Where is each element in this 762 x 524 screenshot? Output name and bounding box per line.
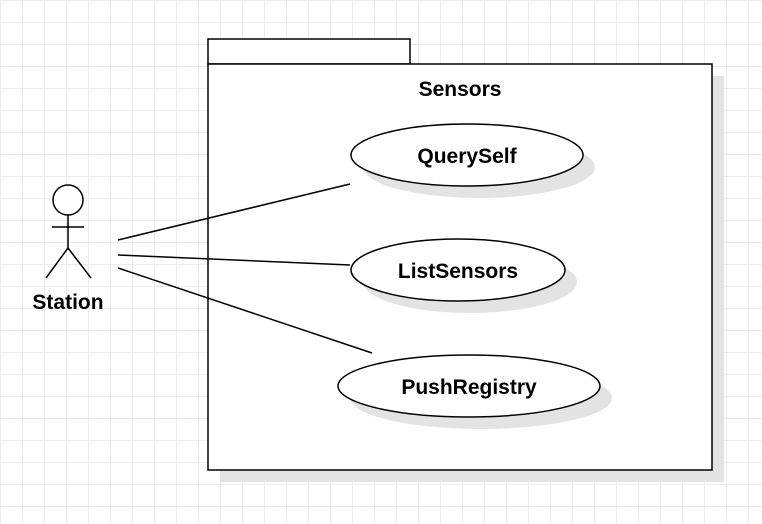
use-case-ellipse (337, 354, 601, 418)
use-case-label: PushRegistry (401, 376, 537, 399)
actor-station[interactable]: Station (32, 184, 104, 314)
use-case-label: ListSensors (398, 260, 518, 283)
association-queryself (117, 183, 351, 241)
association-pushregistry (117, 267, 373, 354)
use-case-queryself[interactable]: QuerySelf (350, 123, 595, 198)
system-title: Sensors (419, 78, 502, 101)
use-case-ellipse (350, 238, 566, 302)
use-case-pushregistry[interactable]: PushRegistry (337, 354, 612, 429)
association-listsensors (117, 254, 351, 266)
actor-label: Station (32, 291, 103, 314)
use-case-ellipse (350, 123, 584, 187)
actor-figure-icon (45, 184, 92, 279)
use-case-listsensors[interactable]: ListSensors (350, 238, 577, 313)
use-case-label: QuerySelf (417, 145, 517, 168)
package-tab (207, 38, 411, 65)
